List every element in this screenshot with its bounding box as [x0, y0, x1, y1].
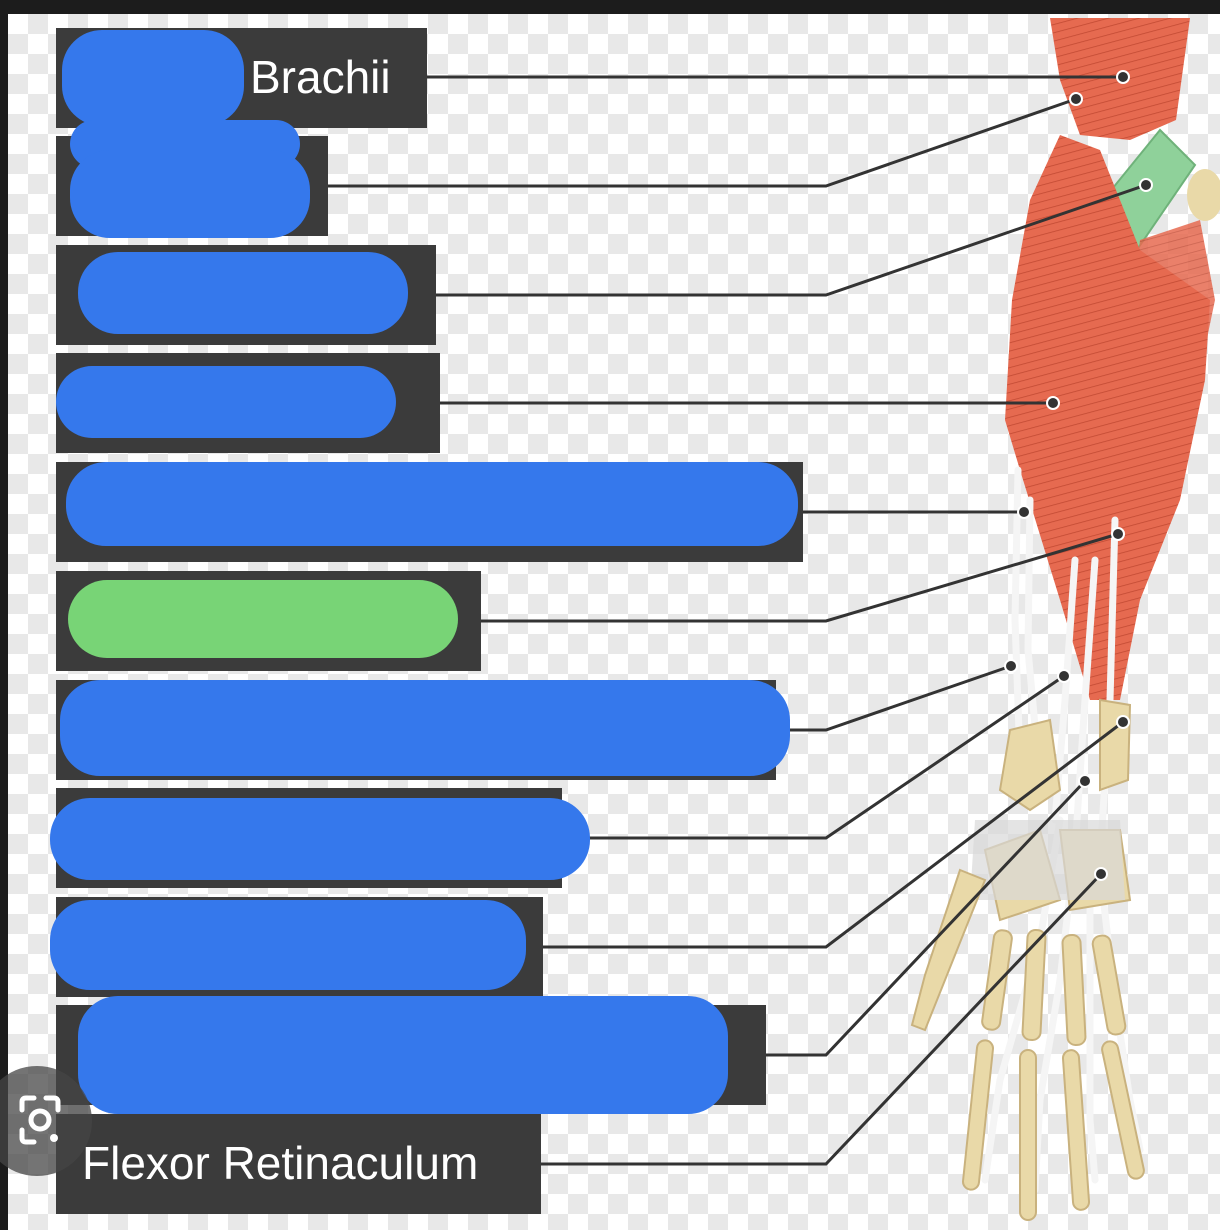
label-text-11: Flexor Retinaculum [82, 1137, 479, 1189]
forearm-muscle-right [1110, 220, 1215, 560]
redaction-scribble-3 [78, 252, 408, 334]
redaction-scribble-8 [50, 900, 526, 990]
flexor-retinaculum-band [970, 820, 1125, 900]
leader-dots [1004, 70, 1153, 881]
label-text-1: Brachii [250, 51, 391, 103]
leader-lines [328, 75, 1147, 1166]
hand-bones [910, 868, 1145, 1221]
redaction-scribble-2 [70, 150, 310, 238]
google-lens-icon [19, 1095, 61, 1145]
google-lens-button[interactable] [0, 1066, 92, 1176]
redaction-green [68, 580, 458, 658]
top-bar [0, 0, 1220, 14]
elbow-condyle [1187, 169, 1220, 221]
redaction-scribble-1 [62, 30, 244, 126]
redaction-scribble-4 [56, 366, 396, 438]
redaction-scribble-9 [78, 996, 728, 1114]
redaction-scribble-7 [50, 798, 590, 880]
redaction-scribble-6 [60, 680, 790, 776]
label-box-11: Flexor Retinaculum [56, 1114, 541, 1214]
redaction-scribble-5 [66, 462, 798, 546]
